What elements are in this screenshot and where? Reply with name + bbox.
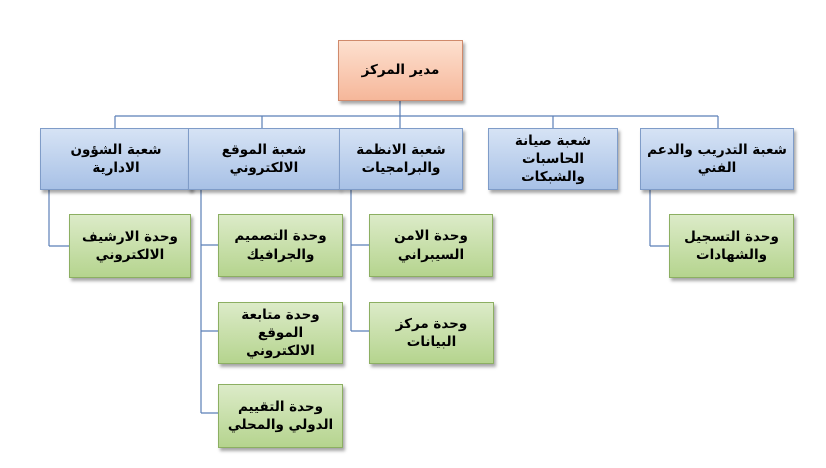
- dept-node-administration: شعبة الشؤون الادارية: [40, 128, 192, 190]
- unit-node-label: وحدة الامن السيبراني: [394, 228, 468, 263]
- unit-node-website-followup: وحدة متابعة الموقع الالكتروني: [218, 302, 343, 364]
- unit-node-label: وحدة التسجيل والشهادات: [684, 228, 779, 263]
- unit-node-data-center: وحدة مركز البيانات: [369, 302, 494, 364]
- unit-node-international-local-evaluation: وحدة التقييم الدولي والمحلي: [218, 384, 343, 448]
- unit-node-label: وحدة التقييم الدولي والمحلي: [227, 398, 334, 433]
- dept-node-systems-software: شعبة الانظمة والبرامجيات: [339, 128, 463, 190]
- dept-node-label: شعبة الموقع الالكتروني: [221, 141, 307, 176]
- unit-node-label: وحدة متابعة الموقع الالكتروني: [241, 306, 320, 360]
- unit-node-label: وحدة الارشيف الالكتروني: [82, 228, 178, 263]
- dept-node-training-support: شعبة التدريب والدعم الفني: [640, 128, 794, 190]
- unit-node-design-graphics: وحدة التصميم والجرافيك: [218, 214, 343, 277]
- root-node-director: مدير المركز: [338, 40, 463, 101]
- unit-node-label: وحدة مركز البيانات: [395, 315, 468, 350]
- unit-node-cybersecurity: وحدة الامن السيبراني: [369, 214, 493, 277]
- unit-node-registration-certificates: وحدة التسجيل والشهادات: [669, 214, 794, 278]
- dept-node-label: شعبة صيانة الحاسبات والشبكات: [514, 132, 592, 186]
- dept-node-label: شعبة التدريب والدعم الفني: [647, 141, 787, 176]
- unit-node-e-archive: وحدة الارشيف الالكتروني: [69, 214, 191, 278]
- dept-node-website: شعبة الموقع الالكتروني: [188, 128, 340, 190]
- root-node-label: مدير المركز: [361, 62, 440, 79]
- dept-node-maintenance-networks: شعبة صيانة الحاسبات والشبكات: [488, 128, 618, 190]
- dept-node-label: شعبة الانظمة والبرامجيات: [356, 141, 446, 176]
- dept-node-label: شعبة الشؤون الادارية: [70, 141, 162, 176]
- unit-node-label: وحدة التصميم والجرافيك: [234, 228, 327, 263]
